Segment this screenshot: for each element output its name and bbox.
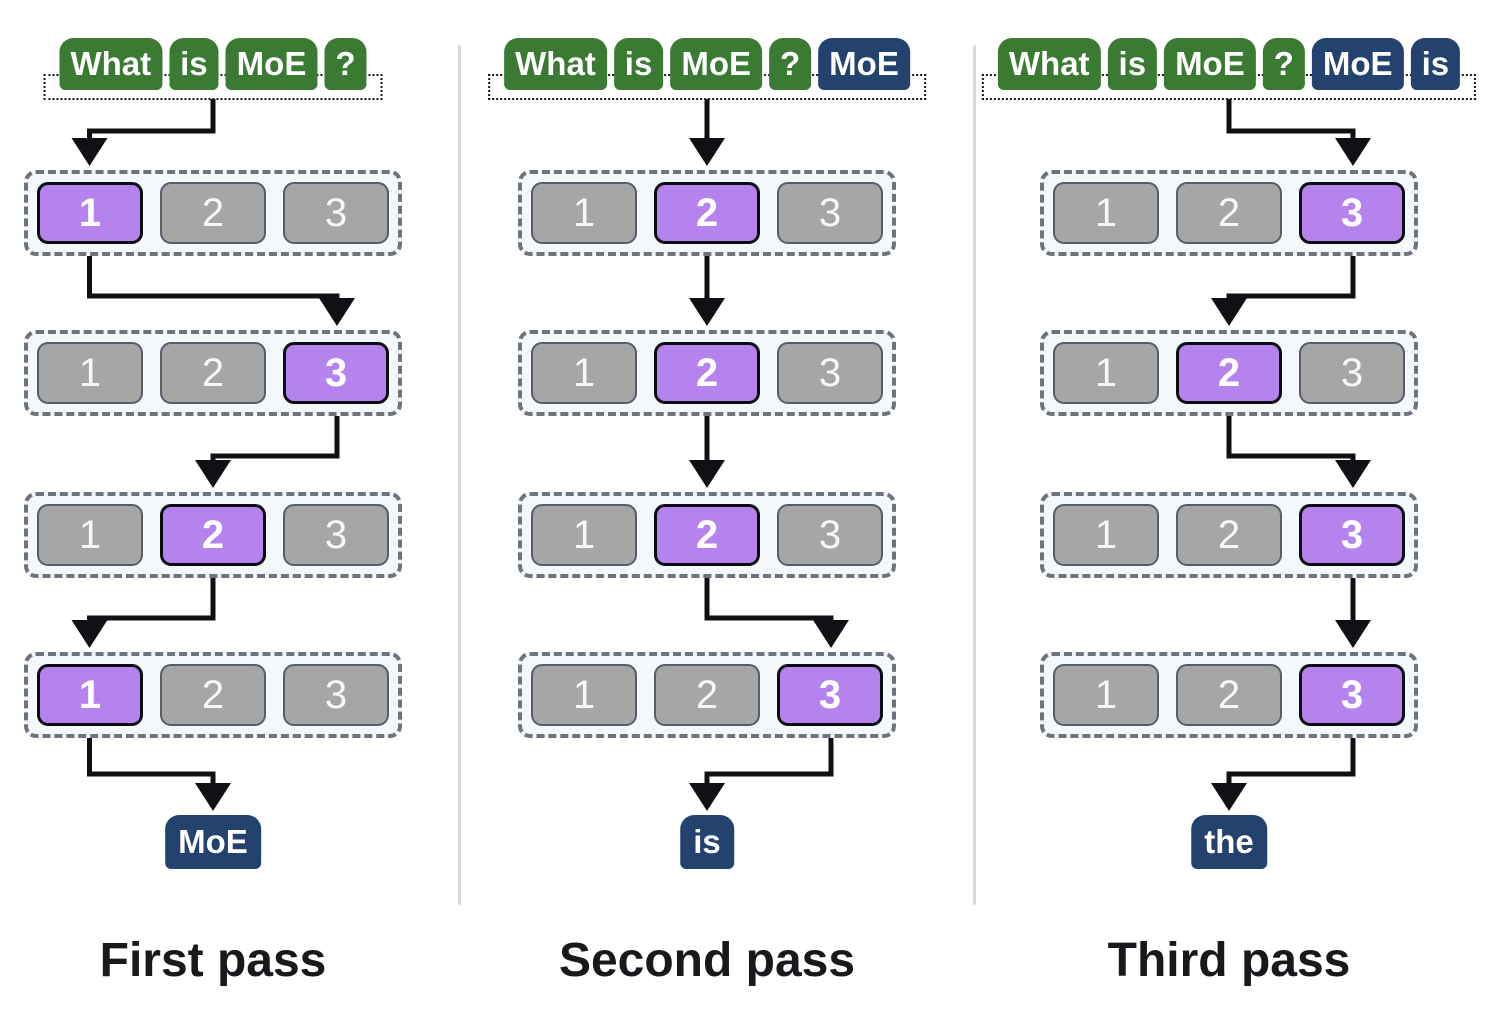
expert-box-1: 1 <box>37 342 143 404</box>
expert-box-2-selected: 2 <box>654 504 760 566</box>
expert-box-2: 2 <box>160 342 266 404</box>
expert-box-2-selected: 2 <box>654 342 760 404</box>
expert-box-2-selected: 2 <box>160 504 266 566</box>
expert-box-3-selected: 3 <box>283 342 389 404</box>
expert-box-3: 3 <box>283 664 389 726</box>
expert-box-2: 2 <box>1176 182 1282 244</box>
input-token: ? <box>324 38 367 90</box>
expert-box-3-selected: 3 <box>1299 664 1405 726</box>
input-token: What <box>504 38 607 90</box>
column-divider <box>458 45 461 905</box>
expert-box-1: 1 <box>531 182 637 244</box>
expert-box-2: 2 <box>654 664 760 726</box>
expert-box-1: 1 <box>1053 664 1159 726</box>
input-token: What <box>59 38 163 90</box>
expert-box-3-selected: 3 <box>777 664 883 726</box>
column-divider <box>973 45 976 905</box>
input-token: is <box>613 38 664 90</box>
input-token: MoE <box>225 38 318 90</box>
expert-box-3-selected: 3 <box>1299 182 1405 244</box>
expert-box-1-selected: 1 <box>37 182 143 244</box>
expert-box-2-selected: 2 <box>1176 342 1282 404</box>
input-token: is <box>169 38 219 90</box>
expert-box-3: 3 <box>777 342 883 404</box>
expert-box-1: 1 <box>37 504 143 566</box>
expert-box-1: 1 <box>531 664 637 726</box>
input-token: is <box>1107 38 1158 90</box>
expert-box-1: 1 <box>1053 182 1159 244</box>
output-token: the <box>1191 815 1267 869</box>
expert-box-2-selected: 2 <box>654 182 760 244</box>
input-token: ? <box>769 38 812 90</box>
expert-box-3: 3 <box>1299 342 1405 404</box>
input-token: MoE <box>1311 38 1404 90</box>
expert-box-3: 3 <box>777 504 883 566</box>
pass-caption: First pass <box>99 934 327 987</box>
expert-box-2: 2 <box>160 664 266 726</box>
pass-caption: Second pass <box>558 934 856 987</box>
input-token: MoE <box>818 38 910 90</box>
input-token: What <box>997 38 1101 90</box>
output-token: is <box>680 815 734 869</box>
pass-caption: Third pass <box>1107 934 1351 987</box>
expert-box-3: 3 <box>777 182 883 244</box>
expert-box-3: 3 <box>283 504 389 566</box>
expert-box-3-selected: 3 <box>1299 504 1405 566</box>
expert-box-1: 1 <box>531 342 637 404</box>
expert-box-2: 2 <box>160 182 266 244</box>
expert-box-1-selected: 1 <box>37 664 143 726</box>
expert-box-2: 2 <box>1176 504 1282 566</box>
expert-box-1: 1 <box>531 504 637 566</box>
expert-box-3: 3 <box>283 182 389 244</box>
expert-box-1: 1 <box>1053 504 1159 566</box>
expert-box-2: 2 <box>1176 664 1282 726</box>
input-token: ? <box>1262 38 1305 90</box>
output-token: MoE <box>165 815 261 869</box>
input-token: is <box>1410 38 1461 90</box>
input-token: MoE <box>1164 38 1256 90</box>
input-token: MoE <box>670 38 763 90</box>
expert-box-1: 1 <box>1053 342 1159 404</box>
